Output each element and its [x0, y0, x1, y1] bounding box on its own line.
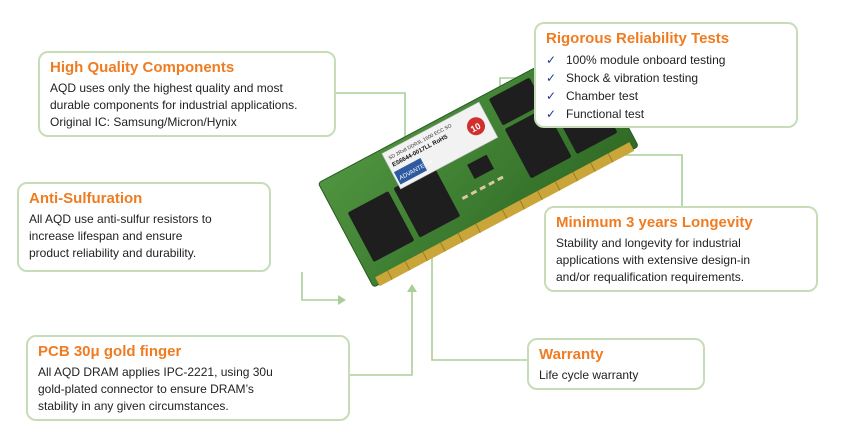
card-title: PCB 30μ gold finger — [38, 343, 182, 360]
card-text-line: increase lifespan and ensure — [29, 229, 183, 243]
test-list: ✓100% module onboard testing ✓Shock & vi… — [546, 51, 786, 123]
card-title: Anti-Sulfuration — [29, 190, 143, 207]
connector-warranty — [431, 222, 527, 361]
card-text-line: Stability and longevity for industrial — [556, 236, 741, 250]
card-longevity: Minimum 3 years Longevity Stability and … — [544, 206, 818, 292]
resistor — [496, 175, 504, 182]
card-pcb-gold-finger: PCB 30μ gold finger All AQD DRAM applies… — [26, 335, 350, 421]
test-list-item: ✓Functional test — [546, 107, 645, 121]
card-text-line: and/or requalification requirements. — [556, 270, 745, 284]
check-icon: ✓ — [546, 107, 557, 121]
card-warranty: Warranty Life cycle warranty — [527, 338, 705, 390]
card-title: Rigorous Reliability Tests — [546, 30, 730, 47]
dram-chip — [348, 191, 414, 262]
dram-chip — [394, 167, 460, 237]
card-title: Minimum 3 years Longevity — [556, 214, 753, 231]
dram-chip — [489, 78, 543, 125]
card-high-quality: High Quality Components AQD uses only th… — [38, 51, 336, 137]
card-text-line: AQD uses only the highest quality and mo… — [50, 81, 283, 95]
resistor — [479, 185, 487, 191]
connector-anti-sulfuration — [301, 272, 338, 301]
test-list-item: ✓Chamber test — [546, 89, 639, 103]
card-anti-sulfuration: Anti-Sulfuration All AQD use anti-sulfur… — [17, 182, 271, 272]
label-badge — [467, 117, 486, 136]
card-title: Warranty — [539, 346, 604, 363]
card-title: High Quality Components — [50, 59, 235, 76]
test-list-item: ✓Shock & vibration testing — [546, 71, 699, 85]
card-text-line: durable components for industrial applic… — [50, 98, 298, 112]
card-text-line: Original IC: Samsung/Micron/Hynix — [50, 115, 237, 129]
card-text-line: Life cycle warranty — [539, 368, 639, 382]
check-icon: ✓ — [546, 71, 557, 85]
check-icon: ✓ — [546, 89, 557, 103]
card-text-line: All AQD use anti-sulfur resistors to — [29, 212, 212, 226]
card-reliability-tests: Rigorous Reliability Tests ✓100% module … — [534, 22, 798, 128]
card-text-line: applications with extensive design-in — [556, 253, 751, 267]
resistor — [461, 194, 469, 200]
check-icon: ✓ — [546, 53, 557, 67]
test-list-item: ✓100% module onboard testing — [546, 53, 726, 67]
label-badge-text: 10 — [469, 121, 483, 135]
card-text-line: stability in any given circumstances. — [38, 399, 229, 413]
card-text-line: product reliability and durability. — [29, 246, 197, 260]
arrowhead-anti-sulfuration — [338, 295, 346, 305]
card-text-line: All AQD DRAM applies IPC-2221, using 30u — [38, 365, 273, 379]
card-text-line: gold-plated connector to ensure DRAM’s — [38, 382, 254, 396]
resistor — [488, 180, 495, 186]
arrowhead-pcb-gold — [407, 284, 417, 292]
spd-chip — [467, 154, 495, 180]
connector-pcb-gold — [350, 290, 413, 376]
resistor — [470, 189, 478, 196]
